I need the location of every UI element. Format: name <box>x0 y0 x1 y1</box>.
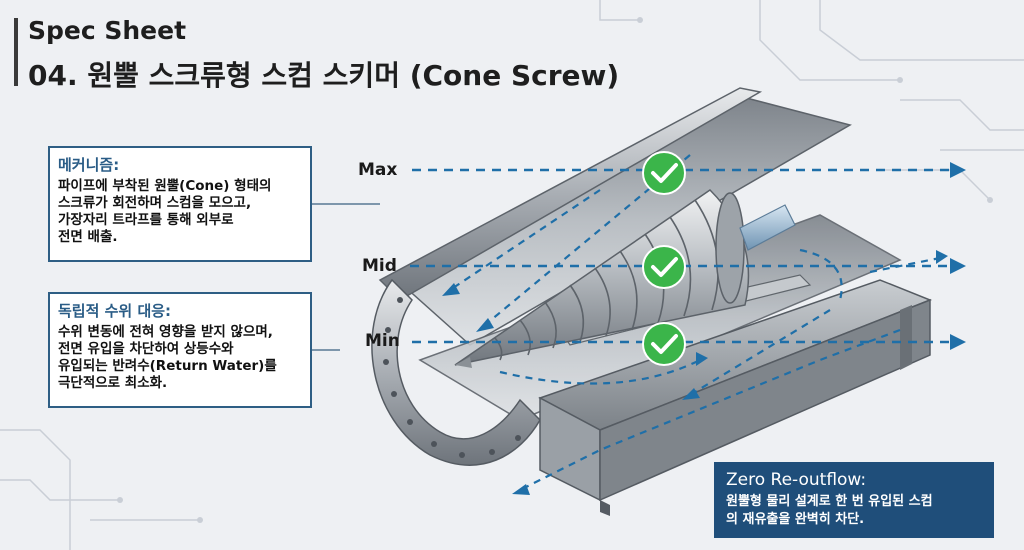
callout-mechanism: 메커니즘: 파이프에 부착된 원뿔(Cone) 형태의 스크류가 회전하며 스컴… <box>48 146 312 262</box>
callout-line: 극단적으로 최소화. <box>58 375 302 392</box>
callout-water-level: 독립적 수위 대응: 수위 변동에 전혀 영향을 받지 않으며, 전면 유입을 … <box>48 292 312 408</box>
callout-mechanism-heading: 메커니즘: <box>58 154 302 175</box>
callout-line: 가장자리 트라프를 통해 외부로 <box>58 212 302 229</box>
callout-water-text: 수위 변동에 전혀 영향을 받지 않으며, 전면 유입을 차단하여 상등수와 유… <box>58 324 302 392</box>
check-circle-icon <box>643 152 685 194</box>
callout-water-heading: 독립적 수위 대응: <box>58 300 302 321</box>
level-label-mid: Mid <box>362 256 397 276</box>
callout-line: 의 재유출을 완벽히 차단. <box>726 511 982 529</box>
check-circle-icon <box>643 246 685 288</box>
flow-arrow-icon <box>950 334 966 350</box>
callout-line: 전면 유입을 차단하여 상등수와 <box>58 341 302 358</box>
callout-zero-reoutflow: Zero Re-outflow: 원뿔형 물리 설계로 한 번 유입된 스컴 의… <box>714 462 994 538</box>
flow-arrow-icon <box>950 258 966 274</box>
callout-zero-heading: Zero Re-outflow: <box>726 470 982 490</box>
callout-line: 원뿔형 물리 설계로 한 번 유입된 스컴 <box>726 493 982 511</box>
callout-line: 수위 변동에 전혀 영향을 받지 않으며, <box>58 324 302 341</box>
check-circle-icon <box>643 323 685 365</box>
callout-line: 유입되는 반려수(Return Water)를 <box>58 358 302 375</box>
level-label-min: Min <box>365 331 400 351</box>
level-arrowheads <box>950 162 966 350</box>
callout-line: 전면 배출. <box>58 229 302 246</box>
callout-line: 파이프에 부착된 원뿔(Cone) 형태의 <box>58 178 302 195</box>
flow-arrow-icon <box>950 162 966 178</box>
callout-connectors <box>312 204 380 350</box>
level-label-max: Max <box>358 160 397 180</box>
callout-mechanism-text: 파이프에 부착된 원뿔(Cone) 형태의 스크류가 회전하며 스컴을 모으고,… <box>58 178 302 246</box>
callout-zero-text: 원뿔형 물리 설계로 한 번 유입된 스컴 의 재유출을 완벽히 차단. <box>726 493 982 529</box>
callout-line: 스크류가 회전하며 스컴을 모으고, <box>58 195 302 212</box>
